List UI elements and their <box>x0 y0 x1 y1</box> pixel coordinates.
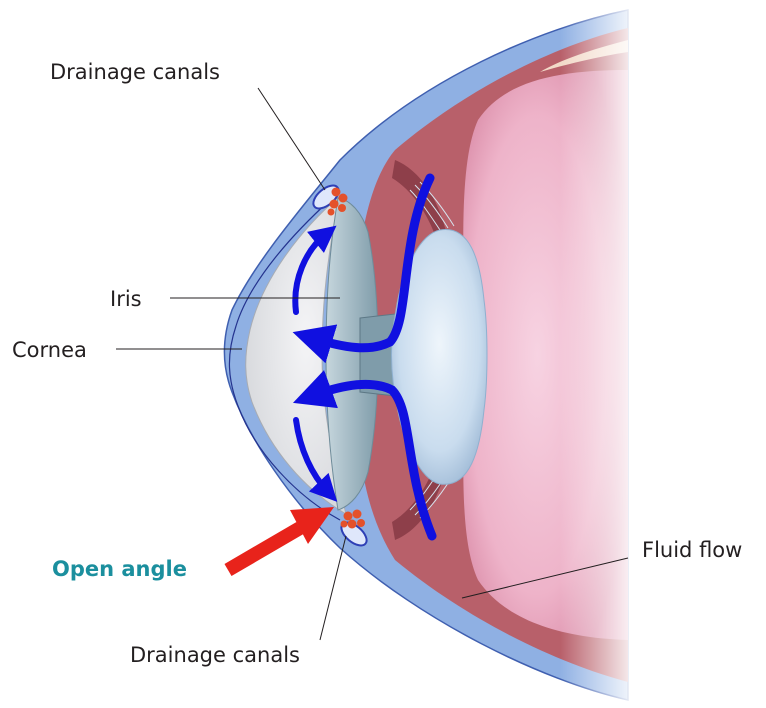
label-cornea: Cornea <box>12 338 87 362</box>
right-blank <box>638 0 766 708</box>
right-fade <box>560 0 640 708</box>
leader-drainage-bottom <box>320 536 346 640</box>
leader-drainage-top <box>258 88 325 190</box>
label-open-angle: Open angle <box>52 557 187 581</box>
label-drainage-canals-bottom: Drainage canals <box>130 643 300 667</box>
label-drainage-canals-top: Drainage canals <box>50 60 220 84</box>
label-fluid-flow: Fluid flow <box>642 538 742 562</box>
label-iris: Iris <box>110 287 142 311</box>
open-angle-arrow <box>228 507 334 570</box>
